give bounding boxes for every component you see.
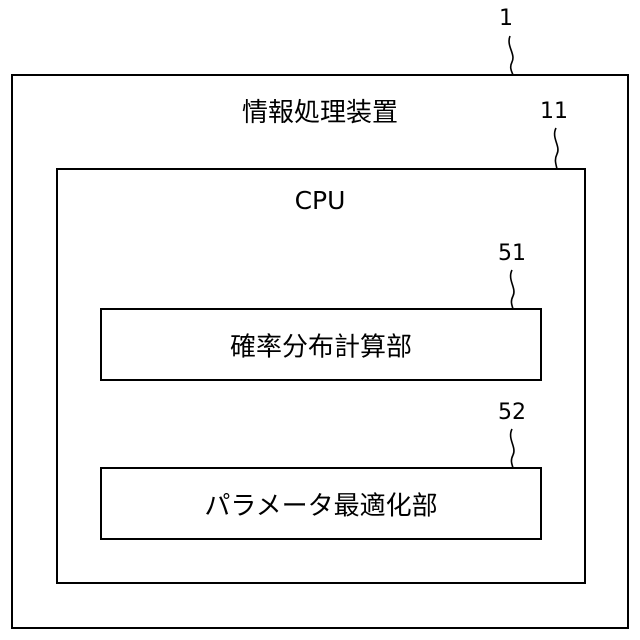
cpu-ref-number: 11 xyxy=(540,101,568,123)
leader-line-1 xyxy=(509,36,513,75)
device-ref-number: 1 xyxy=(499,8,513,30)
unit-52-ref-number: 52 xyxy=(498,402,526,424)
unit-51-ref-number: 51 xyxy=(498,243,526,265)
probability-distribution-unit-box: 確率分布計算部 xyxy=(100,308,542,381)
cpu-title: CPU xyxy=(0,188,640,213)
probability-distribution-unit-label: 確率分布計算部 xyxy=(102,326,540,363)
parameter-optimization-unit-label: パラメータ最適化部 xyxy=(102,485,540,522)
parameter-optimization-unit-box: パラメータ最適化部 xyxy=(100,467,542,540)
